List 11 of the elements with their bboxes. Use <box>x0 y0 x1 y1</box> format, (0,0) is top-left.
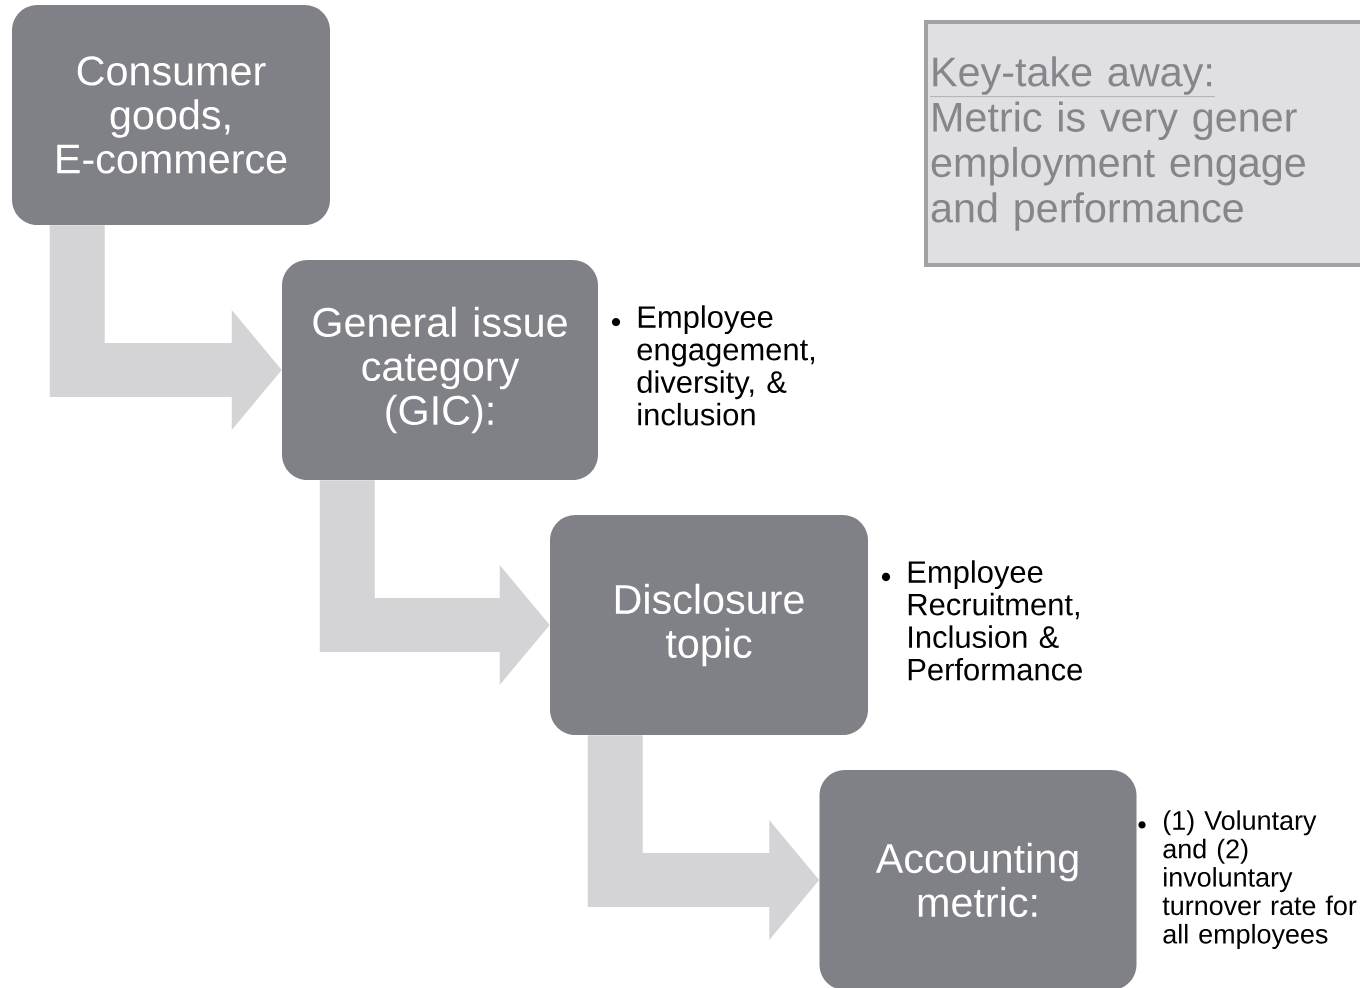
bullet-text: Employee Recruitment, Inclusion & Performance <box>881 560 1082 681</box>
bent-arrow <box>319 480 550 685</box>
bent-arrow <box>49 225 282 430</box>
process-box: Consumer goods, E-commerce <box>12 5 330 225</box>
bullet-text: Employee engagement, diversity, & inclusion <box>611 305 815 426</box>
process-box: General issue category (GIC): <box>282 260 598 480</box>
process-box: Disclosure topic <box>550 515 868 735</box>
bent-arrow <box>587 735 820 940</box>
takeaway-box: Key-take away: Metric is very gener employment engage and performance <box>924 20 1360 267</box>
bullet-text: (1) Voluntary and (2) involuntary turnover rate for all employees <box>1138 810 1357 949</box>
process-box: Accounting metric: <box>819 770 1137 988</box>
